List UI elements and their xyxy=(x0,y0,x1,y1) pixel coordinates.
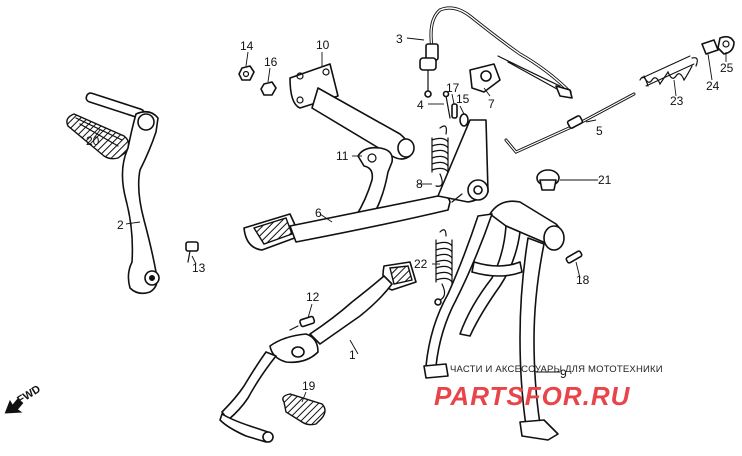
label-part-15: 15 xyxy=(456,92,470,106)
washer-15 xyxy=(459,113,469,127)
label-part-25: 25 xyxy=(720,61,734,75)
pin-18 xyxy=(565,250,583,264)
label-part-19: 19 xyxy=(302,379,316,393)
label-part-22: 22 xyxy=(414,257,428,271)
watermark: ЧАСТИ И АКСЕССУАРЫ ДЛЯ МОТОТЕХНИКИ PARTS… xyxy=(434,364,663,411)
label-part-6: 6 xyxy=(315,206,322,220)
leader-lines xyxy=(93,37,727,403)
label-part-17: 17 xyxy=(446,81,460,95)
label-part-8: 8 xyxy=(416,177,423,191)
label-part-7: 7 xyxy=(488,97,495,111)
watermark-brand: PARTSFOR.RU xyxy=(434,381,631,411)
label-part-4: 4 xyxy=(417,98,424,112)
cable-3 xyxy=(419,6,573,99)
label-part-9: 9 xyxy=(560,367,567,381)
label-part-1: 1 xyxy=(349,348,356,362)
label-part-20: 20 xyxy=(86,134,100,148)
watermark-tagline: ЧАСТИ И АКСЕССУАРЫ ДЛЯ МОТОТЕХНИКИ xyxy=(450,364,663,375)
label-part-5: 5 xyxy=(596,124,603,138)
label-part-13: 13 xyxy=(192,261,206,275)
washer-16 xyxy=(260,81,277,96)
fitting-25 xyxy=(717,35,735,55)
fwd-indicator: FWD xyxy=(4,383,43,414)
fitting-24 xyxy=(701,39,719,55)
label-part-3: 3 xyxy=(396,32,403,46)
pedal-arm-1 xyxy=(219,261,417,443)
label-part-16: 16 xyxy=(264,55,278,69)
pin-17 xyxy=(451,103,458,119)
pedal-rubber-19 xyxy=(282,393,326,426)
label-part-18: 18 xyxy=(576,273,590,287)
brake-pedal-6 xyxy=(243,119,489,251)
spring-8 xyxy=(431,125,449,187)
main-stand-9 xyxy=(423,200,565,441)
kick-grip-rubber-20 xyxy=(66,113,130,160)
label-part-14: 14 xyxy=(240,39,254,53)
nut-14 xyxy=(238,65,255,81)
brake-rod-5 xyxy=(504,92,636,154)
fwd-label: FWD xyxy=(15,383,43,406)
pivot-shaft-10 xyxy=(289,63,415,160)
label-part-21: 21 xyxy=(598,173,612,187)
label-part-12: 12 xyxy=(306,290,320,304)
kick-start-arm-2 xyxy=(85,92,160,295)
bolt-13 xyxy=(185,241,199,263)
cable-joint-7 xyxy=(469,63,501,93)
part-number-labels: 1 2 3 4 5 6 7 8 9 10 11 12 13 14 15 16 1… xyxy=(86,32,734,393)
arrow-left-icon xyxy=(4,398,24,414)
label-part-10: 10 xyxy=(316,38,330,52)
stopper-21 xyxy=(536,169,560,191)
spring-22 xyxy=(435,229,453,301)
label-part-24: 24 xyxy=(706,79,720,93)
bolt-12 xyxy=(289,315,316,331)
label-part-23: 23 xyxy=(670,94,684,108)
label-part-2: 2 xyxy=(117,218,124,232)
pin-4 xyxy=(442,90,451,119)
spring-23 xyxy=(639,55,698,87)
label-part-11: 11 xyxy=(336,149,349,163)
